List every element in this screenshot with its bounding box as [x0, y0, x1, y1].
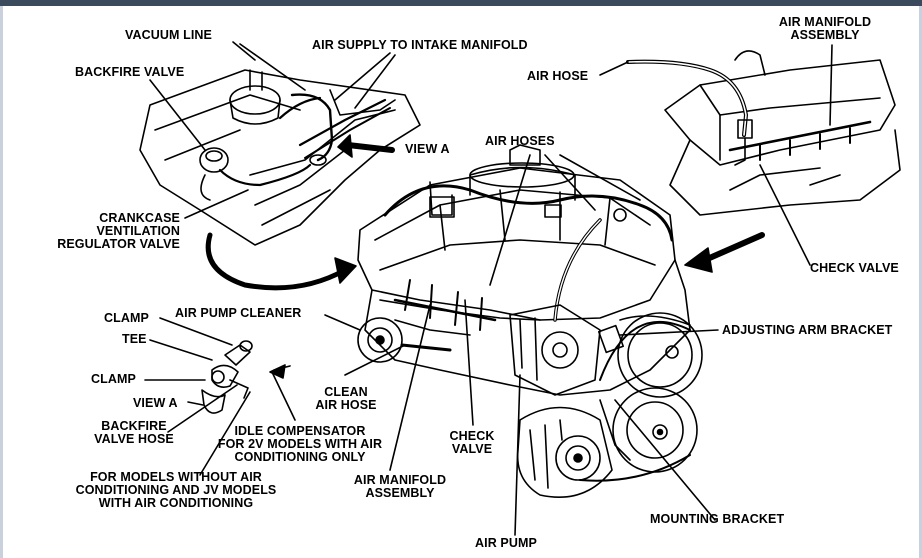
label-clamp-bottom: CLAMP	[91, 372, 136, 386]
top-right-manifold-sketch	[626, 50, 901, 216]
label-idle-compensator: IDLE COMPENSATOR FOR 2V MODELS WITH AIR …	[217, 424, 383, 464]
window-top-bar	[0, 0, 922, 6]
label-air-pump: AIR PUMP	[475, 536, 537, 550]
label-air-hose: AIR HOSE	[527, 69, 589, 83]
label-for-models: FOR MODELS WITHOUT AIR CONDITIONING AND …	[75, 470, 277, 510]
main-engine	[357, 144, 703, 498]
leader-lines	[144, 41, 833, 536]
label-clamp-top: CLAMP	[104, 311, 149, 325]
view-a-arrow-head	[337, 134, 353, 158]
label-adjusting-arm-bracket: ADJUSTING ARM BRACKET	[722, 323, 893, 337]
label-view-a-bottom: VIEW A	[133, 396, 178, 410]
label-tee: TEE	[122, 332, 147, 346]
label-crankcase-valve: CRANKCASE VENTILATION REGULATOR VALVE	[57, 211, 180, 251]
label-vacuum-line: VACUUM LINE	[125, 28, 212, 42]
label-air-pump-cleaner: AIR PUMP CLEANER	[175, 306, 302, 320]
label-air-supply: AIR SUPPLY TO INTAKE MANIFOLD	[312, 38, 528, 52]
left-border	[0, 6, 3, 558]
label-air-manifold-top: AIR MANIFOLD ASSEMBLY	[778, 15, 872, 42]
right-arrow-shaft	[702, 232, 765, 263]
label-view-a-top: VIEW A	[405, 142, 450, 156]
right-arrow-head	[684, 247, 713, 273]
top-left-engine-sketch	[139, 69, 421, 246]
label-air-manifold-bottom: AIR MANIFOLD ASSEMBLY	[353, 473, 447, 500]
label-check-valve-right: CHECK VALVE	[810, 261, 899, 275]
right-border	[919, 6, 922, 558]
hose-parts-view-a	[201, 340, 291, 414]
label-clean-air-hose: CLEAN AIR HOSE	[315, 385, 377, 412]
view-a-arrow-shaft	[345, 142, 395, 153]
label-mounting-bracket: MOUNTING BRACKET	[650, 512, 785, 526]
label-check-valve-mid: CHECK VALVE	[449, 429, 495, 456]
label-air-hoses: AIR HOSES	[485, 134, 555, 148]
curved-arrow-left	[205, 232, 357, 291]
label-backfire-valve: BACKFIRE VALVE	[75, 65, 185, 79]
label-backfire-valve-hose: BACKFIRE VALVE HOSE	[94, 419, 174, 446]
